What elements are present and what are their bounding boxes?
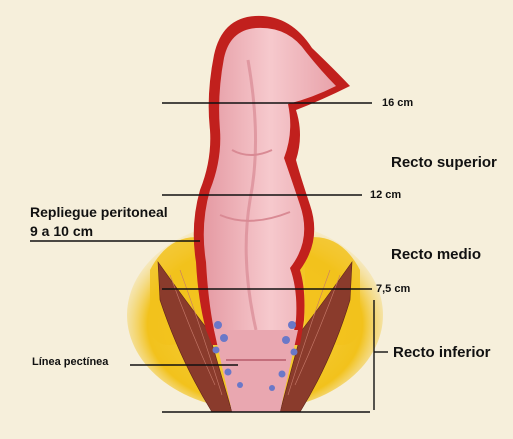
label-peritoneal-fold-line1: Repliegue peritoneal [30,204,168,220]
label-recto-medio: Recto medio [391,246,481,263]
label-peritoneal-fold-line2: 9 a 10 cm [30,223,93,239]
label-16cm: 16 cm [382,97,413,109]
label-12cm: 12 cm [370,189,401,201]
label-pectinate-line: Línea pectínea [32,356,108,368]
label-recto-inferior: Recto inferior [393,344,491,361]
label-7-5cm: 7,5 cm [376,283,410,295]
label-recto-superior: Recto superior [391,154,497,171]
